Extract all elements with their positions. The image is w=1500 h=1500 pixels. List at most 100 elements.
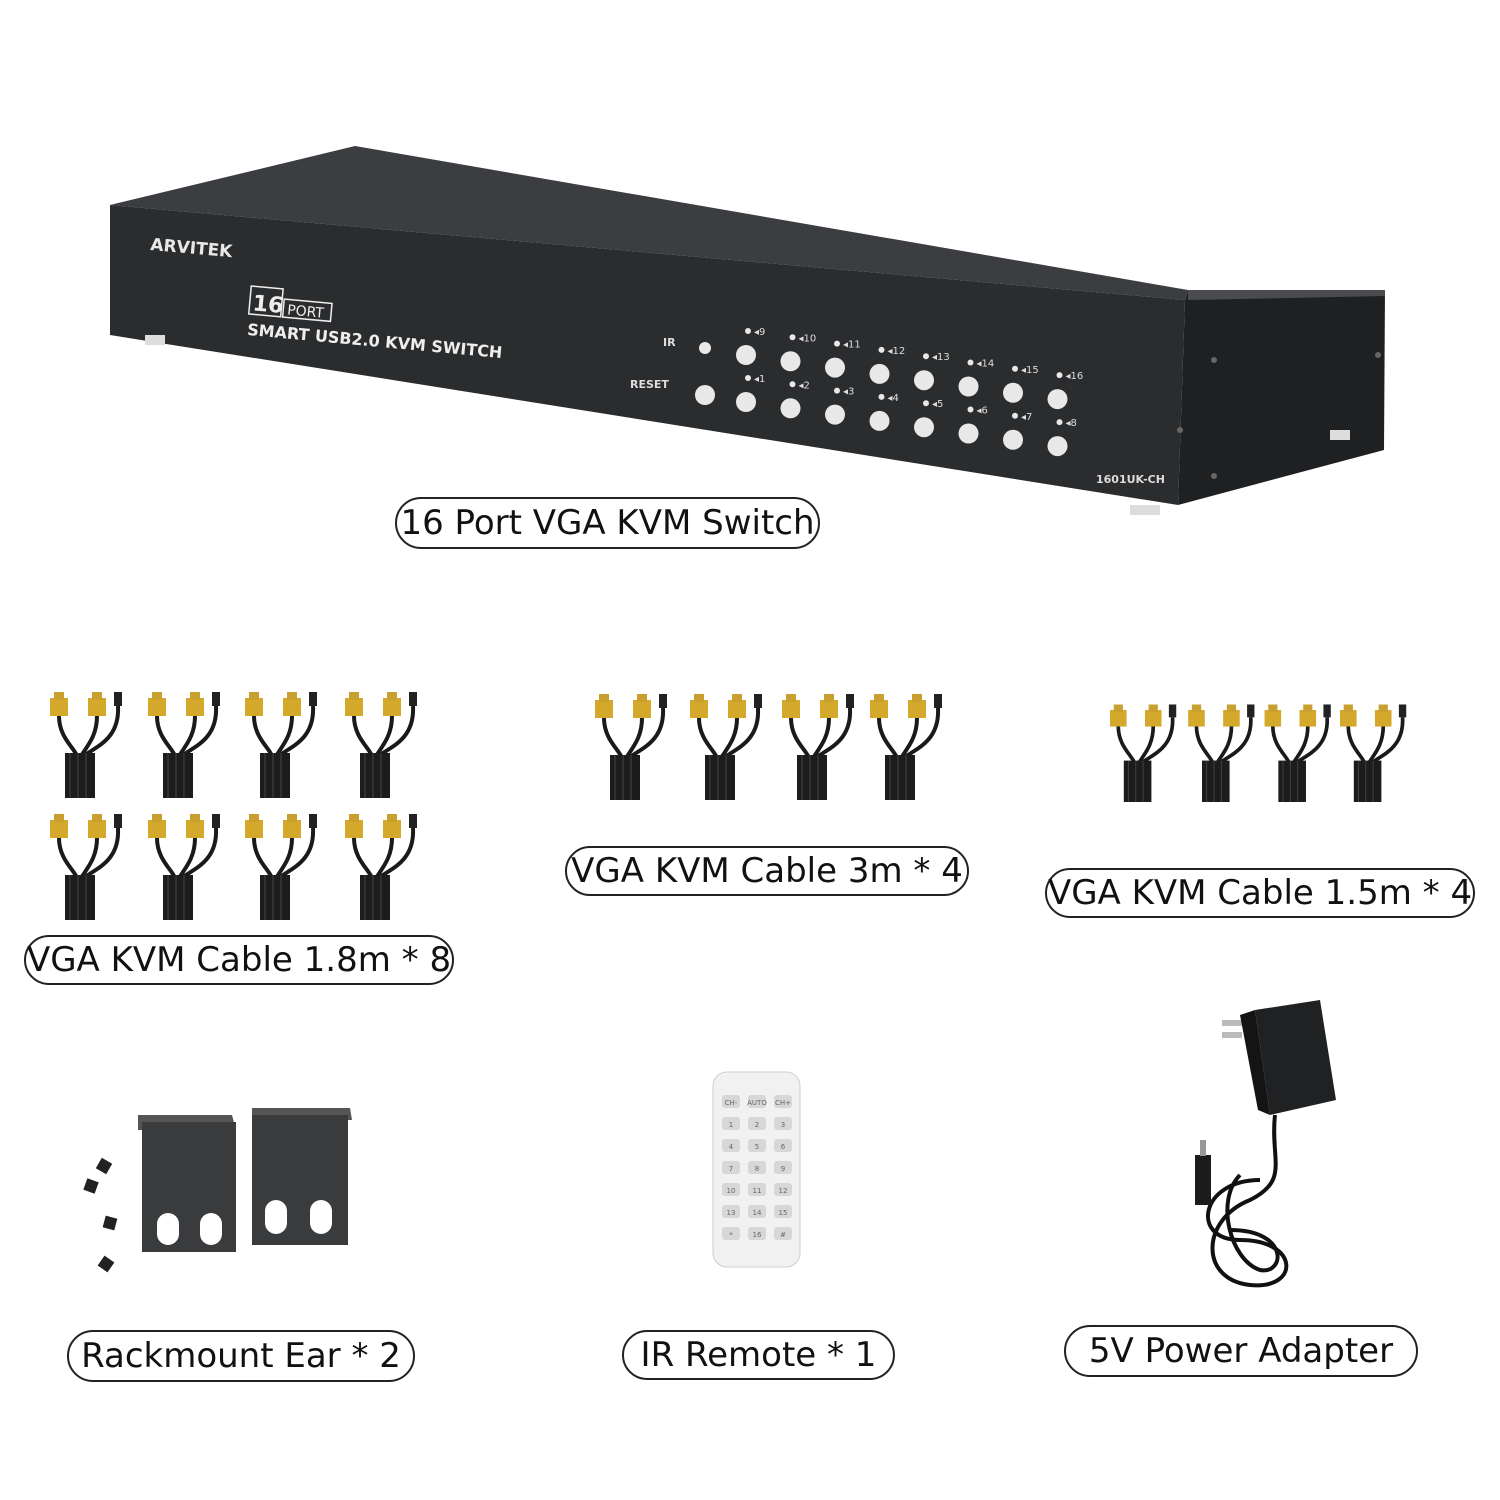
top-button-13	[914, 370, 934, 391]
top-led-14	[967, 359, 974, 366]
bottom-led-2	[789, 381, 796, 388]
bottom-port-label-7: ◂7	[1021, 412, 1032, 423]
port-word: PORT	[286, 302, 324, 321]
bottom-port-label-6: ◂6	[977, 406, 988, 417]
remote-key-label-6: 4	[729, 1143, 734, 1151]
kvm-switch: ARVITEK 16 PORT SMART USB2.0 KVM SWITCH …	[110, 146, 1385, 515]
top-port-label-13: ◂13	[932, 352, 950, 363]
remote-key-label-15: 13	[727, 1209, 736, 1217]
remote-key-15	[722, 1205, 740, 1218]
reset-label: RESET	[630, 378, 669, 391]
remote-key-label-5: 3	[781, 1121, 785, 1129]
ir-label: IR	[663, 336, 676, 349]
ir-sensor	[699, 342, 711, 354]
remote-key-2	[774, 1095, 792, 1108]
top-led-10	[789, 334, 796, 341]
top-button-11	[825, 357, 845, 378]
top-port-label-16: ◂16	[1066, 371, 1084, 382]
remote-key-11	[774, 1161, 792, 1174]
label-rackmount-ears: Rackmount Ear * 2	[67, 1330, 415, 1382]
remote-key-9	[722, 1161, 740, 1174]
label-switch: 16 Port VGA KVM Switch	[395, 497, 820, 549]
reset-button	[695, 385, 715, 405]
cables-1-8m	[48, 690, 419, 922]
remote-key-5	[774, 1117, 792, 1130]
cables-3m	[593, 692, 944, 802]
remote-key-label-20: #	[780, 1231, 786, 1239]
remote-key-label-10: 8	[755, 1165, 759, 1173]
bottom-button-7	[1003, 429, 1023, 450]
top-button-14	[958, 376, 979, 397]
bottom-port-label-4: ◂4	[888, 393, 899, 404]
top-led-13	[923, 353, 929, 360]
top-port-label-11: ◂11	[843, 340, 861, 351]
top-button-16	[1047, 389, 1068, 410]
remote-key-1	[748, 1095, 766, 1108]
bottom-button-6	[958, 423, 979, 444]
remote-key-19	[748, 1227, 766, 1240]
rackmount-ears	[83, 1108, 352, 1273]
remote-key-label-13: 11	[753, 1187, 762, 1195]
top-button-10	[780, 351, 801, 372]
top-led-15	[1012, 365, 1018, 372]
remote-key-17	[774, 1205, 792, 1218]
remote-key-18	[722, 1227, 740, 1240]
label-cable-1-5m: VGA KVM Cable 1.5m * 4	[1045, 868, 1475, 918]
bottom-button-5	[914, 417, 934, 438]
remote-key-14	[774, 1183, 792, 1196]
top-button-12	[869, 363, 890, 384]
remote-key-4	[748, 1117, 766, 1130]
remote-key-12	[722, 1183, 740, 1196]
top-led-11	[834, 340, 840, 347]
remote-key-label-14: 12	[779, 1187, 788, 1195]
model-number: 1601UK-CH	[1096, 473, 1165, 486]
label-cable-3m: VGA KVM Cable 3m * 4	[565, 846, 969, 896]
cables-1-5m	[1108, 702, 1409, 804]
remote-key-13	[748, 1183, 766, 1196]
top-button-15	[1003, 382, 1023, 403]
remote-key-label-2: CH+	[775, 1099, 791, 1107]
top-port-label-10: ◂10	[799, 333, 817, 344]
remote-key-label-11: 9	[781, 1165, 785, 1173]
top-port-label-9: ◂9	[754, 327, 765, 338]
label-ir-remote: IR Remote * 1	[622, 1330, 895, 1380]
top-port-label-15: ◂15	[1021, 365, 1039, 376]
bottom-port-label-5: ◂5	[932, 399, 943, 410]
label-cable-1-8m: VGA KVM Cable 1.8m * 8	[24, 935, 454, 985]
remote-key-label-17: 15	[779, 1209, 788, 1217]
remote-key-8	[774, 1139, 792, 1152]
bottom-led-3	[834, 387, 840, 394]
bottom-button-3	[825, 404, 845, 425]
bottom-port-label-2: ◂2	[799, 380, 810, 391]
top-port-label-12: ◂12	[888, 346, 906, 357]
top-port-label-14: ◂14	[977, 359, 995, 370]
bottom-led-1	[745, 375, 751, 381]
remote-key-16	[748, 1205, 766, 1218]
label-power-adapter: 5V Power Adapter	[1064, 1325, 1418, 1377]
bottom-button-4	[869, 410, 890, 431]
bottom-port-label-1: ◂1	[754, 374, 765, 385]
remote-key-label-7: 5	[755, 1143, 759, 1151]
remote-key-20	[774, 1227, 792, 1240]
remote-key-label-4: 2	[755, 1121, 759, 1129]
remote-key-label-0: CH-	[725, 1099, 738, 1107]
remote-key-10	[748, 1161, 766, 1174]
remote-key-label-16: 14	[753, 1209, 762, 1217]
bottom-led-5	[923, 400, 929, 407]
bottom-led-4	[878, 393, 885, 400]
remote-key-0	[722, 1095, 740, 1108]
remote-key-label-1: AUTO	[747, 1099, 767, 1107]
bottom-button-2	[780, 398, 801, 419]
remote-key-6	[722, 1139, 740, 1152]
bottom-led-7	[1012, 412, 1018, 419]
bottom-led-8	[1056, 419, 1063, 426]
bottom-button-8	[1047, 436, 1068, 457]
remote-key-label-8: 6	[781, 1143, 786, 1151]
top-button-9	[736, 345, 756, 365]
remote-key-7	[748, 1139, 766, 1152]
remote-key-3	[722, 1117, 740, 1130]
top-led-9	[745, 328, 751, 334]
bottom-port-label-3: ◂3	[843, 387, 854, 398]
